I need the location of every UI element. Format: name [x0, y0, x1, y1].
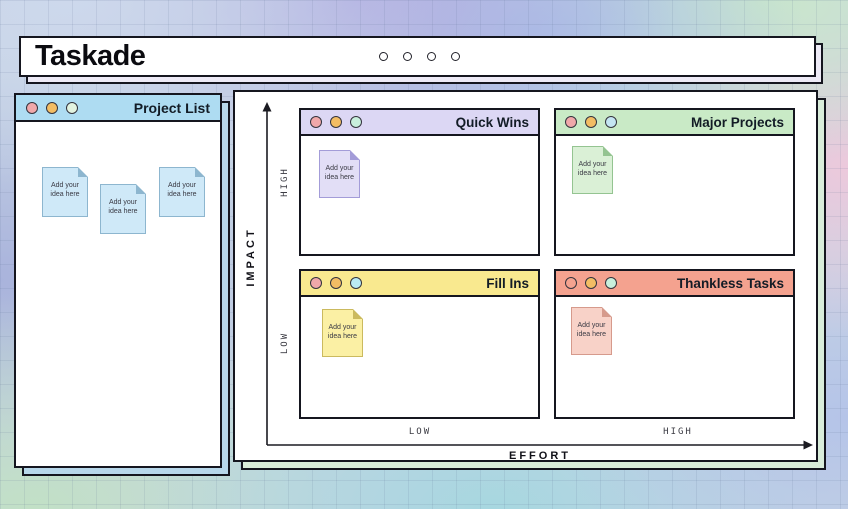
- quadrant-header: Quick Wins: [301, 110, 538, 136]
- y-axis-tick-high: HIGH: [280, 167, 290, 197]
- sticky-note-text: Add your idea here: [577, 161, 608, 178]
- sticky-note[interactable]: Add your idea here: [572, 146, 613, 194]
- sticky-note[interactable]: Add your idea here: [571, 307, 612, 355]
- traffic-light-icon: [350, 277, 362, 289]
- quadrant-title: Major Projects: [690, 114, 784, 130]
- sticky-note-text: Add your idea here: [167, 182, 197, 199]
- sticky-note-text: Add your idea here: [50, 182, 80, 199]
- quadrant-body: Add your idea here: [301, 136, 538, 254]
- project-list-body: Add your idea here Add your idea here Ad…: [16, 122, 220, 466]
- quadrant-header: Major Projects: [556, 110, 793, 136]
- traffic-light-icon: [310, 277, 322, 289]
- quadrant-header: Thankless Tasks: [556, 271, 793, 297]
- project-list-panel: Project List Add your idea here Add your…: [14, 93, 230, 476]
- sticky-note[interactable]: Add your idea here: [100, 184, 146, 234]
- traffic-lights: [565, 116, 617, 128]
- quadrant-title: Fill Ins: [486, 275, 529, 291]
- traffic-light-icon: [585, 277, 597, 289]
- quadrant-body: Add your idea here: [556, 297, 793, 417]
- quadrant-header: Fill Ins: [301, 271, 538, 297]
- impact-effort-matrix-panel: IMPACT HIGH LOW LOW HIGH EFFORT Quick Wi…: [233, 90, 826, 470]
- sticky-note-text: Add your idea here: [108, 199, 138, 216]
- sticky-note[interactable]: Add your idea here: [319, 150, 360, 198]
- y-axis-tick-low: LOW: [280, 331, 290, 355]
- dot-icon: [427, 52, 436, 61]
- y-axis-label: IMPACT: [245, 227, 257, 287]
- app-header: Taskade: [19, 36, 823, 84]
- traffic-light-icon: [565, 116, 577, 128]
- traffic-light-icon: [46, 101, 58, 114]
- dot-icon: [451, 52, 460, 61]
- sticky-note-text: Add your idea here: [576, 322, 607, 339]
- traffic-light-icon: [605, 116, 617, 128]
- quadrant-quick-wins: Quick Wins Add your idea here: [299, 108, 540, 256]
- project-list-title: Project List: [133, 99, 210, 116]
- traffic-light-icon: [66, 101, 78, 114]
- traffic-lights: [310, 277, 362, 289]
- traffic-light-icon: [565, 277, 577, 289]
- traffic-lights: [565, 277, 617, 289]
- x-axis-label: EFFORT: [509, 450, 571, 462]
- quadrant-title: Quick Wins: [455, 114, 529, 130]
- quadrant-body: Add your idea here: [301, 297, 538, 417]
- x-axis-tick-low: LOW: [408, 427, 432, 437]
- traffic-light-icon: [350, 116, 362, 128]
- sticky-note[interactable]: Add your idea here: [322, 309, 363, 357]
- app-logo: Taskade: [35, 40, 146, 72]
- traffic-light-icon: [585, 116, 597, 128]
- quadrant-major-projects: Major Projects Add your idea here: [554, 108, 795, 256]
- x-axis-tick-high: HIGH: [663, 427, 693, 437]
- quadrant-thankless-tasks: Thankless Tasks Add your idea here: [554, 269, 795, 419]
- header-dots: [379, 38, 460, 75]
- sticky-note[interactable]: Add your idea here: [159, 167, 205, 217]
- traffic-light-icon: [605, 277, 617, 289]
- project-list-header: Project List: [16, 95, 220, 122]
- sticky-note-text: Add your idea here: [324, 165, 355, 182]
- traffic-lights: [310, 116, 362, 128]
- dot-icon: [379, 52, 388, 61]
- traffic-light-icon: [330, 277, 342, 289]
- sticky-note-text: Add your idea here: [327, 324, 358, 341]
- quadrant-body: Add your idea here: [556, 136, 793, 254]
- traffic-light-icon: [26, 101, 38, 114]
- traffic-light-icon: [310, 116, 322, 128]
- dot-icon: [403, 52, 412, 61]
- quadrant-title: Thankless Tasks: [676, 275, 784, 291]
- traffic-light-icon: [330, 116, 342, 128]
- sticky-note[interactable]: Add your idea here: [42, 167, 88, 217]
- quadrant-fill-ins: Fill Ins Add your idea here: [299, 269, 540, 419]
- traffic-lights: [26, 101, 78, 114]
